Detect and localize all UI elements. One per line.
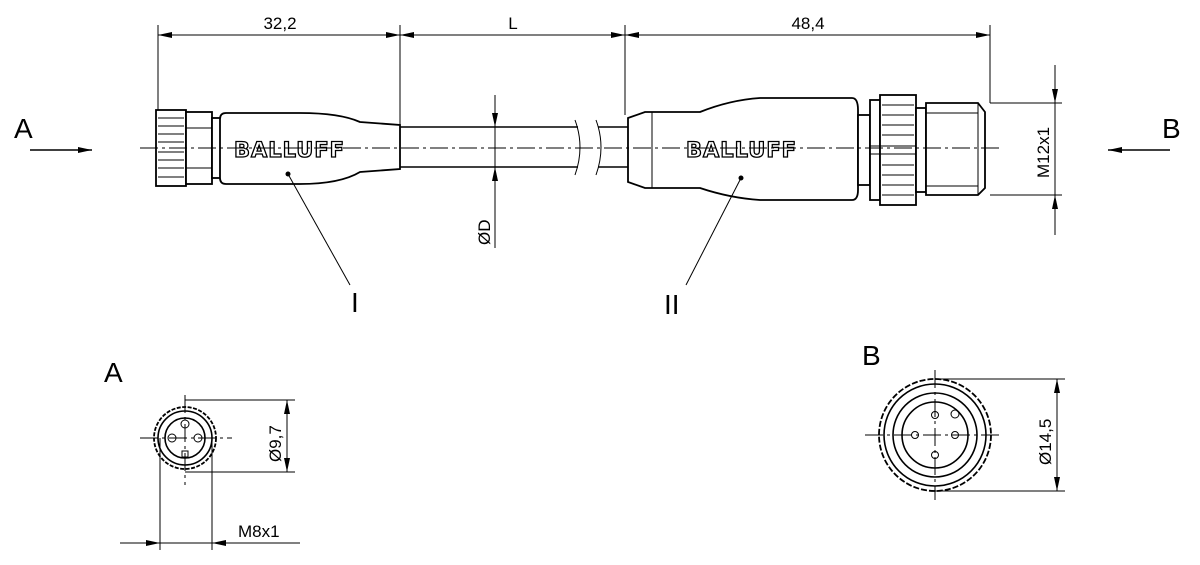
leader-part-1 — [287, 173, 351, 286]
dim-cable-diameter: ØD — [475, 220, 494, 246]
view-a-arrow-label: A — [14, 113, 33, 144]
right-brand-logo: BALLUFF — [686, 138, 797, 162]
view-a-face: A Ø9,7 M8x1 — [104, 357, 300, 550]
cable — [400, 119, 628, 176]
view-a-title: A — [104, 357, 123, 388]
dim-right-thread: M12x1 — [1034, 127, 1053, 178]
view-b-face: B Ø14,5 — [862, 340, 1065, 500]
leader-part-2 — [685, 177, 742, 286]
dim-right-length: 48,4 — [791, 14, 824, 33]
part-label-2: II — [664, 289, 680, 320]
view-b-title: B — [862, 340, 881, 371]
dim-left-diameter: Ø9,7 — [266, 425, 285, 462]
part-label-1: I — [351, 287, 359, 318]
dim-right-diameter: Ø14,5 — [1036, 419, 1055, 465]
right-connector-male-m12: BALLUFF — [627, 94, 986, 206]
dim-left-length: 32,2 — [263, 14, 296, 33]
top-dimensions: 32,2 L 48,4 — [157, 14, 991, 127]
cable-diameter-dimension: ØD — [475, 95, 498, 248]
left-brand-logo: BALLUFF — [234, 138, 345, 162]
view-b-arrow-label: B — [1162, 113, 1181, 144]
m12-thread-dimension: M12x1 — [990, 65, 1062, 235]
dim-left-thread: M8x1 — [238, 522, 280, 541]
dim-cable-length: L — [508, 14, 517, 33]
